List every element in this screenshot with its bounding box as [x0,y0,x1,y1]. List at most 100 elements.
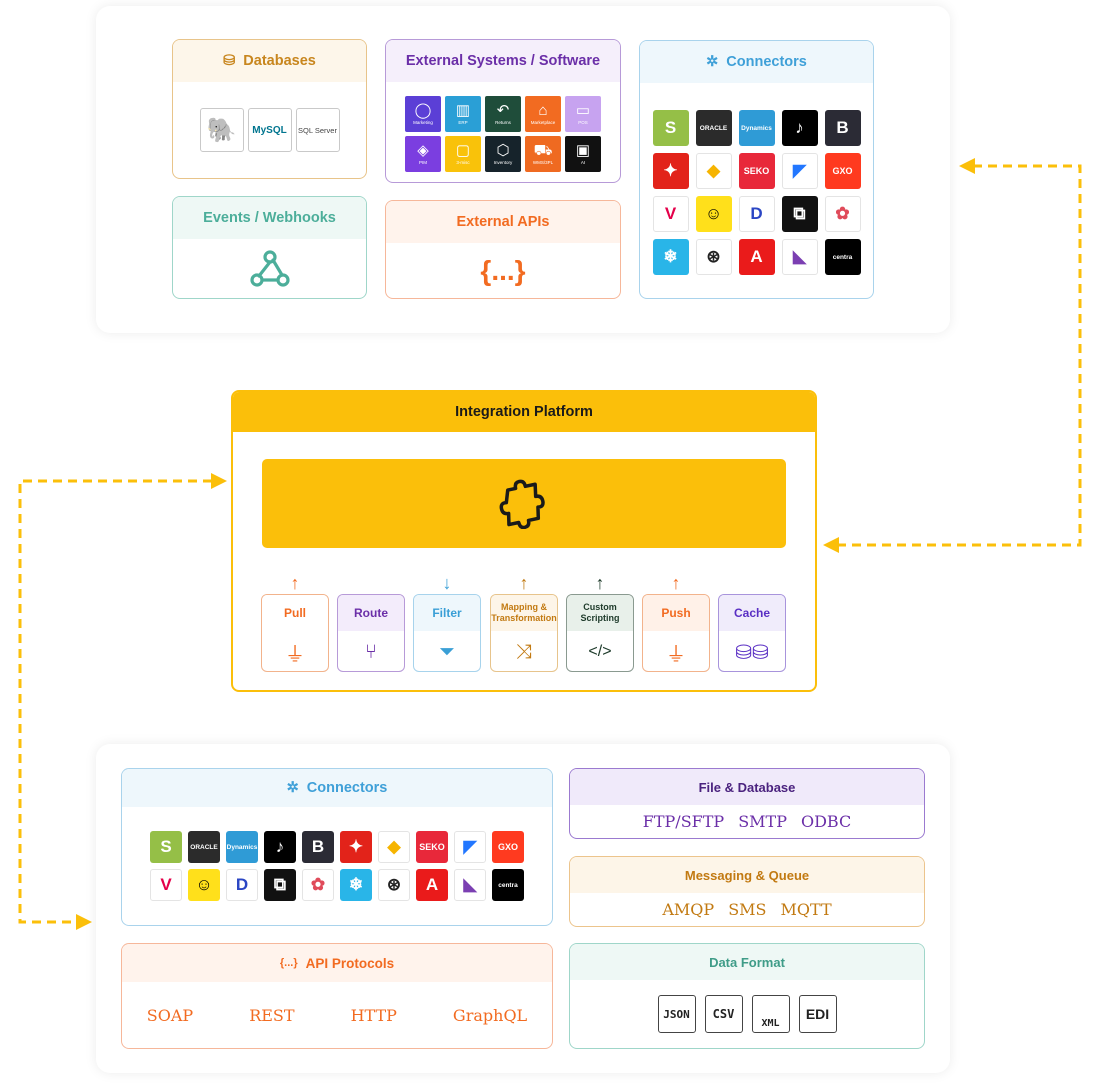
mapping-transformation-direction-arrow-icon: ↑ [519,573,529,593]
connectors-title-top: Connectors [726,54,807,70]
sendcloud-logo: SEKO [738,153,775,189]
squarespace-logo: ⧉ [781,196,818,232]
system-tile-erp: ▥ERP [445,96,481,132]
tiktok-logo: ♪ [781,110,818,146]
system-tile-ai: ▣AI [565,136,601,172]
system-tile-label: PIM [418,160,427,165]
snowflake-logo: ❄ [340,869,372,901]
system-tile-label: Inventory [493,160,513,165]
messaging-queue-card: Messaging & Queue AMQP SMS MQTT [569,856,925,927]
external-systems-title: External Systems / Software [405,53,601,69]
system-tile-label: AI [580,160,586,165]
centra-logo: centra [492,869,524,901]
file-db-ftp: FTP/SFTP [642,812,725,831]
webhook-icon [249,249,290,287]
feature-pull: Pull⏚ [261,594,329,672]
feature-label: Cache [719,595,785,631]
system-tile-icon: ↶ [496,102,510,119]
file-db-odbc: ODBC [800,812,852,831]
api-braces-icon: {...} [480,254,526,286]
openai-logo: ⊛ [695,239,732,275]
protocol-graphql: GraphQL [452,1005,528,1025]
csv-format-icon: CSV [704,995,743,1033]
shopify-logo: S [150,831,182,863]
puzzle-piece-icon [499,479,545,529]
external-apis-card: External APIs {...} [385,200,621,299]
mailchimp-logo: ☺ [695,196,732,232]
system-tile-marketing: ◯Marketing [405,96,441,132]
system-tile-pim: ◈PIM [405,136,441,172]
feature-label: Route [338,595,404,631]
system-tile-icon: ◯ [414,102,432,119]
data-format-title: Data Format [709,954,785,970]
system-tile-label: POS [578,120,588,125]
custom-scripting-icon: </> [588,643,612,660]
adobe-logo: A [738,239,775,275]
airtable-logo: ◆ [695,153,732,189]
protocol-rest: REST [249,1005,295,1025]
database-icon: ⛁ [223,53,236,69]
tiktok-logo: ♪ [264,831,296,863]
pull-direction-arrow-icon: ↑ [290,573,300,593]
bigcommerce-logo: B [302,831,334,863]
system-tile-icon: ⬡ [496,142,510,159]
centra-logo: centra [824,239,861,275]
system-tile-icon: ▭ [575,102,591,119]
feature-label: Pull [262,595,328,631]
feature-label: Filter [414,595,480,631]
feature-mapping-transformation: Mapping & Transformation⤨ [490,594,558,672]
sql-server-logo: SQL Server [295,108,340,152]
system-tile-wms-3pl: ⛟WMS/3PL [525,136,561,172]
commercetools-logo: ◣ [454,869,486,901]
system-tile-icon: ▣ [575,142,591,159]
events-title: Events / Webhooks [203,210,336,226]
gxo-logo: GXO [824,153,861,189]
vend-logo: V [150,869,182,901]
feature-push: Push⏚ [642,594,710,672]
dynamics-365-logo: D [226,869,258,901]
system-tile-icon: ▢ [455,142,471,159]
lightspeed-logo: ✦ [652,153,689,189]
system-tiles: ◯Marketing▥ERP↶Returns⌂Marketplace▭POS◈P… [405,96,601,172]
sendcloud-logo: SEKO [416,831,448,863]
feature-cache: Cache⛁⛁ [718,594,786,672]
square-app-logo: ◤ [454,831,486,863]
bigcommerce-logo: B [824,110,861,146]
xml-format-icon: XML [751,995,790,1033]
databases-card: ⛁ Databases 🐘 MySQL SQL Server [172,39,367,179]
events-card: Events / Webhooks [172,196,367,299]
flower-logo: ✿ [302,869,334,901]
feature-filter: Filter⏷ [413,594,481,672]
system-tile-icon: ◈ [417,142,429,159]
mysql-logo: MySQL [247,108,292,152]
system-tile-3-misc: ▢3-misc [445,136,481,172]
system-tile-marketplace: ⌂Marketplace [525,96,561,132]
shopify-logo: S [652,110,689,146]
system-tile-pos: ▭POS [565,96,601,132]
platform-title: Integration Platform [455,404,593,420]
edi-format-icon: EDI [798,995,837,1033]
system-tile-label: WMS/3PL [532,160,554,165]
protocol-soap: SOAP [146,1005,194,1025]
external-apis-title: External APIs [456,214,550,230]
dynamics-logo: Dynamics [738,110,775,146]
messaging-amqp: AMQP [662,900,715,919]
data-format-card: Data Format JSON CSV XML EDI [569,943,925,1049]
push-icon: ⏚ [666,643,686,666]
protocol-http: HTTP [350,1005,397,1025]
dynamics-logo: Dynamics [226,831,258,863]
messaging-title: Messaging & Queue [684,867,810,883]
mailchimp-logo: ☺ [188,869,220,901]
feature-custom-scripting: Custom Scripting </> [566,594,634,672]
api-braces-icon: {...} [279,957,298,969]
gxo-logo: GXO [492,831,524,863]
feature-label: Custom Scripting [567,595,633,631]
square-app-logo: ◤ [781,153,818,189]
json-format-icon: JSON [657,995,696,1033]
system-tile-label: Marketplace [530,120,556,125]
